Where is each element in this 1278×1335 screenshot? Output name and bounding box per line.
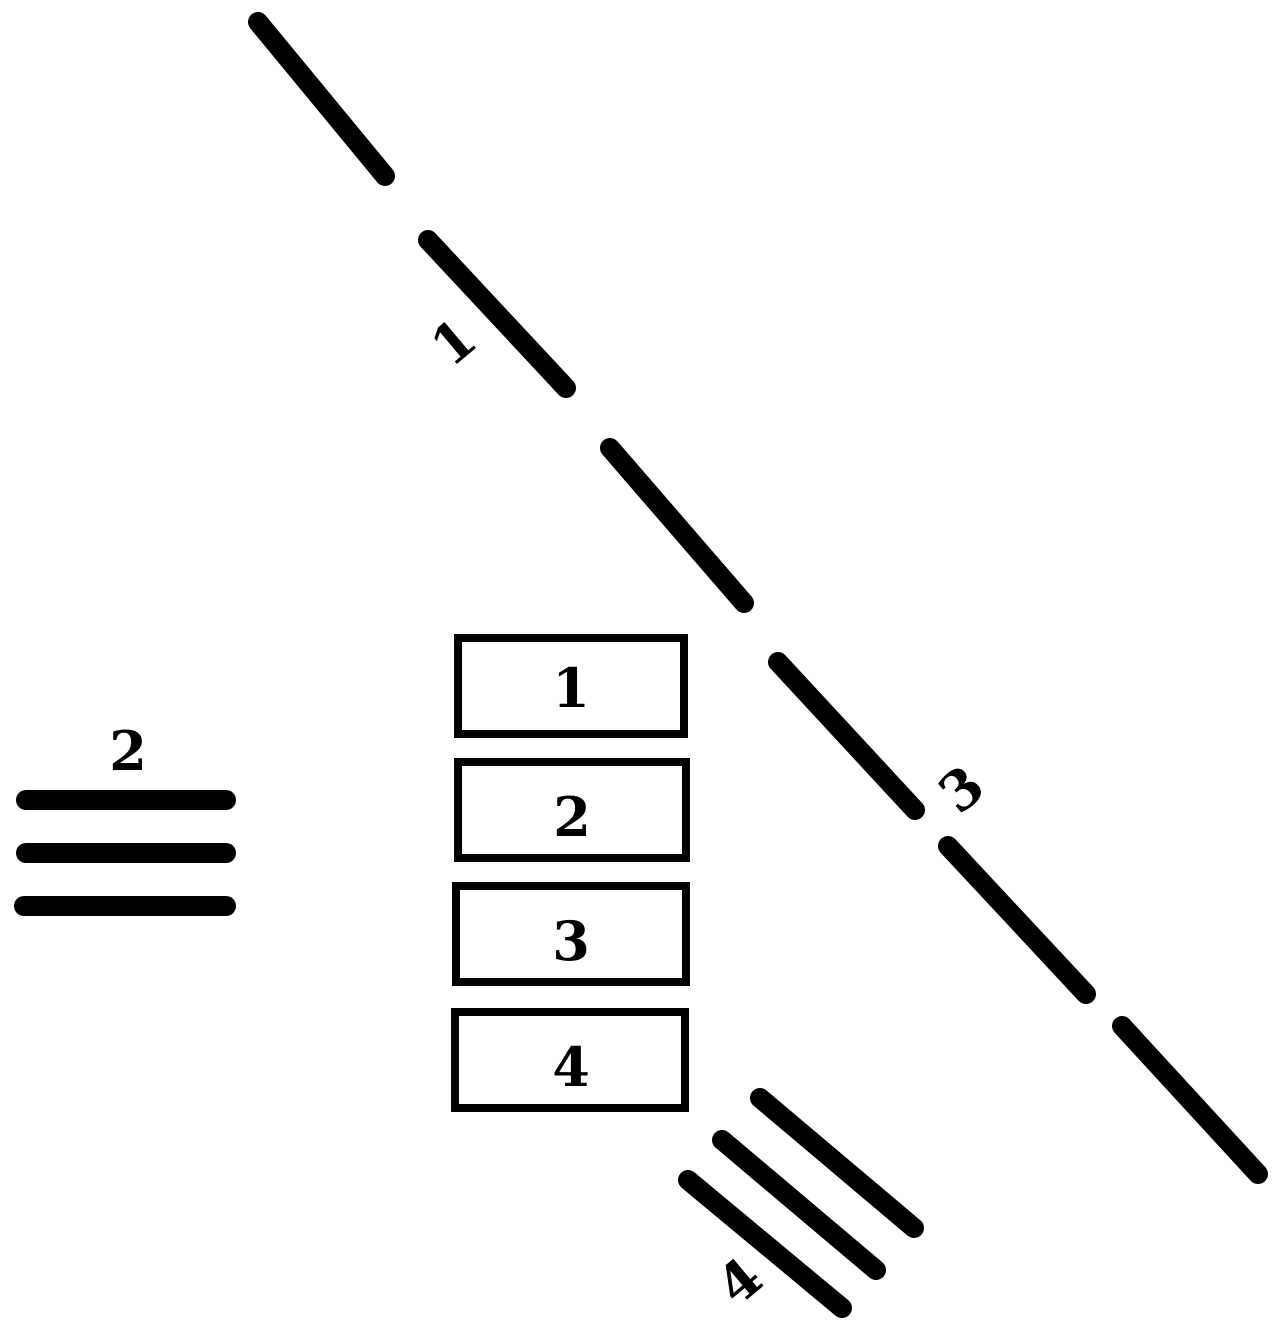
line-3-segment-d xyxy=(1112,1016,1268,1184)
stack-box-2: 2 xyxy=(454,758,690,862)
stack-box-1: 1 xyxy=(454,634,688,738)
line-3-label: 3 xyxy=(926,753,996,826)
slanted-line-inner xyxy=(678,1170,852,1318)
stack-box-4-label: 4 xyxy=(552,1035,590,1099)
stack-box-1-label: 1 xyxy=(552,656,590,720)
line-3-segment-a xyxy=(600,438,754,613)
line-1-label: 1 xyxy=(418,305,488,378)
line-3-segment-c xyxy=(938,836,1096,1004)
slanted-line-middle xyxy=(712,1130,886,1280)
stack-box-4: 4 xyxy=(451,1008,689,1112)
stack-box-2-label: 2 xyxy=(553,785,591,849)
box-stack: 1 2 3 4 xyxy=(451,634,690,1112)
slanted-lines-4: 4 xyxy=(678,1088,924,1318)
stack-box-3: 3 xyxy=(452,882,690,986)
line-1-segment-a xyxy=(248,12,395,186)
diagonal-line-1: 1 xyxy=(248,12,576,398)
stack-box-3-label: 3 xyxy=(552,909,590,973)
horizontal-lines-2: 2 xyxy=(14,719,236,916)
line-3-segment-b xyxy=(768,652,925,820)
slanted-line-outer xyxy=(750,1088,924,1238)
diagonal-line-3: 3 xyxy=(600,438,1268,1184)
line-1-segment-b xyxy=(418,230,576,398)
horizontal-lines-label: 2 xyxy=(109,719,147,783)
